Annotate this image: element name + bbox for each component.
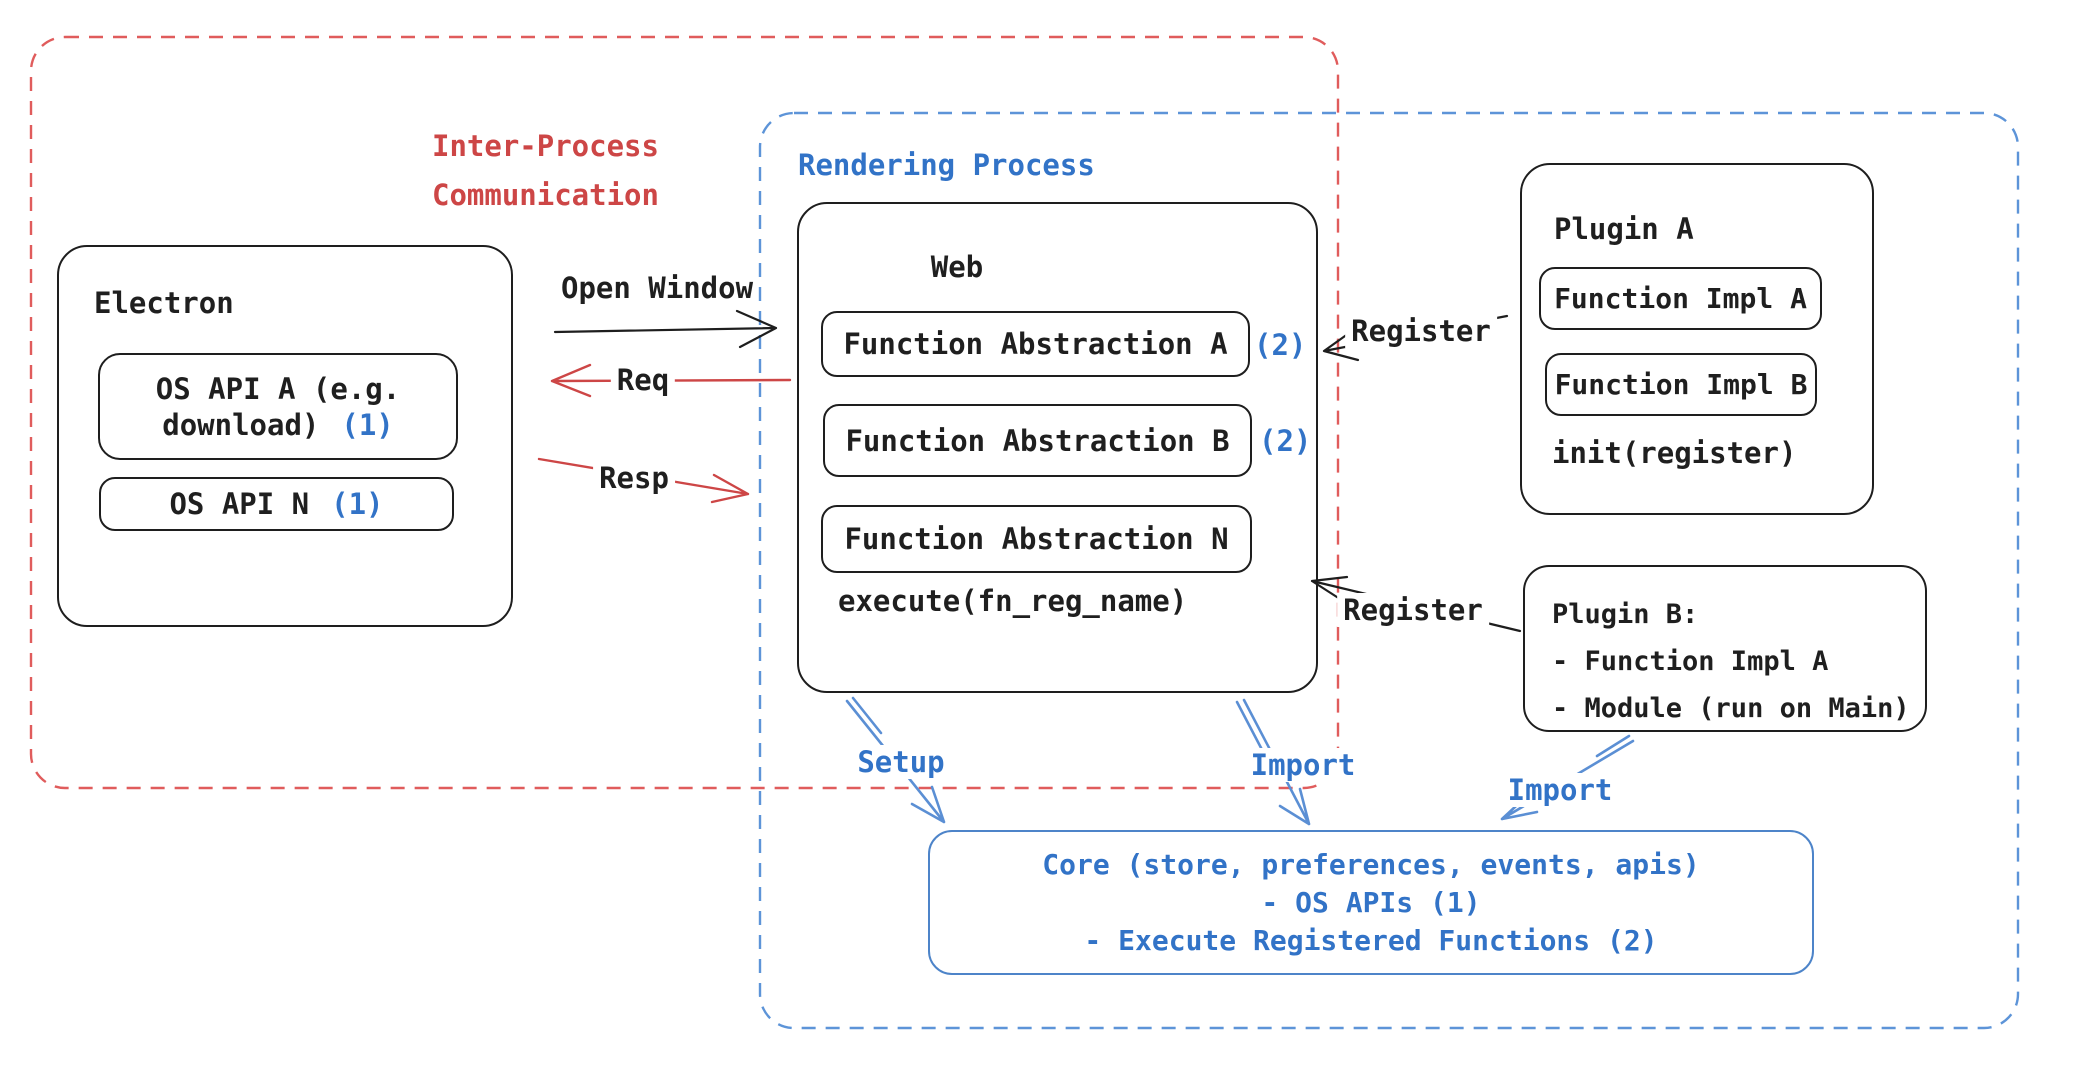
- plugin-b-item-module: - Module (run on Main): [1552, 693, 1910, 724]
- os-api-n-badge: (1): [331, 487, 384, 521]
- function-abstraction-n-label: Function Abstraction N: [844, 522, 1229, 556]
- electron-title: Electron: [94, 286, 234, 320]
- function-abstraction-b-box: Function Abstraction B: [823, 404, 1252, 477]
- function-abstraction-a-box: Function Abstraction A: [821, 311, 1250, 377]
- function-impl-b-box: Function Impl B: [1545, 353, 1817, 416]
- os-api-a-box: OS API A (e.g. download) (1): [98, 353, 458, 460]
- open-window-label: Open Window: [561, 271, 754, 305]
- function-abstraction-a-badge: (2): [1254, 328, 1307, 362]
- import-web-label: Import: [1244, 748, 1362, 782]
- function-abstraction-a-label: Function Abstraction A: [843, 327, 1228, 361]
- plugin-a-title: Plugin A: [1554, 212, 1694, 246]
- core-execute-line: - Execute Registered Functions (2): [1084, 923, 1658, 957]
- plugin-b-title: Plugin B:: [1552, 599, 1699, 630]
- function-impl-a-label: Function Impl A: [1554, 282, 1807, 315]
- os-api-a-badge: (1): [341, 407, 394, 442]
- os-api-a-line2: download): [162, 407, 320, 442]
- core-box: Core (store, preferences, events, apis) …: [928, 830, 1814, 975]
- register-b-label: Register: [1337, 593, 1489, 627]
- rendering-process-label: Rendering Process: [798, 148, 1095, 182]
- ipc-group-label: Inter-Process Communication: [432, 129, 659, 212]
- function-abstraction-n-box: Function Abstraction N: [821, 505, 1252, 573]
- core-os-apis-line: - OS APIs (1): [1261, 885, 1481, 919]
- init-register-label: init(register): [1552, 436, 1797, 470]
- register-a-label: Register: [1345, 314, 1497, 348]
- os-api-a-line1: OS API A (e.g.: [155, 371, 401, 406]
- web-title: Web: [930, 250, 984, 284]
- setup-label: Setup: [851, 745, 951, 779]
- open-window-arrow: [553, 309, 778, 349]
- execute-fn-label: execute(fn_reg_name): [838, 584, 1188, 618]
- function-impl-a-box: Function Impl A: [1539, 267, 1822, 330]
- import-plugin-label: Import: [1501, 773, 1619, 807]
- core-title-line: Core (store, preferences, events, apis): [1042, 847, 1700, 881]
- plugin-b-item-impl-a: - Function Impl A: [1552, 646, 1829, 677]
- function-impl-b-label: Function Impl B: [1554, 368, 1808, 401]
- req-label: Req: [610, 363, 676, 397]
- os-api-n-label: OS API N: [169, 487, 310, 521]
- os-api-n-box: OS API N (1): [99, 477, 454, 531]
- function-abstraction-b-badge: (2): [1259, 424, 1312, 458]
- plugin-b-box: Plugin B: - Function Impl A - Module (ru…: [1523, 565, 1927, 732]
- function-abstraction-b-label: Function Abstraction B: [845, 423, 1230, 458]
- resp-label: Resp: [593, 461, 675, 495]
